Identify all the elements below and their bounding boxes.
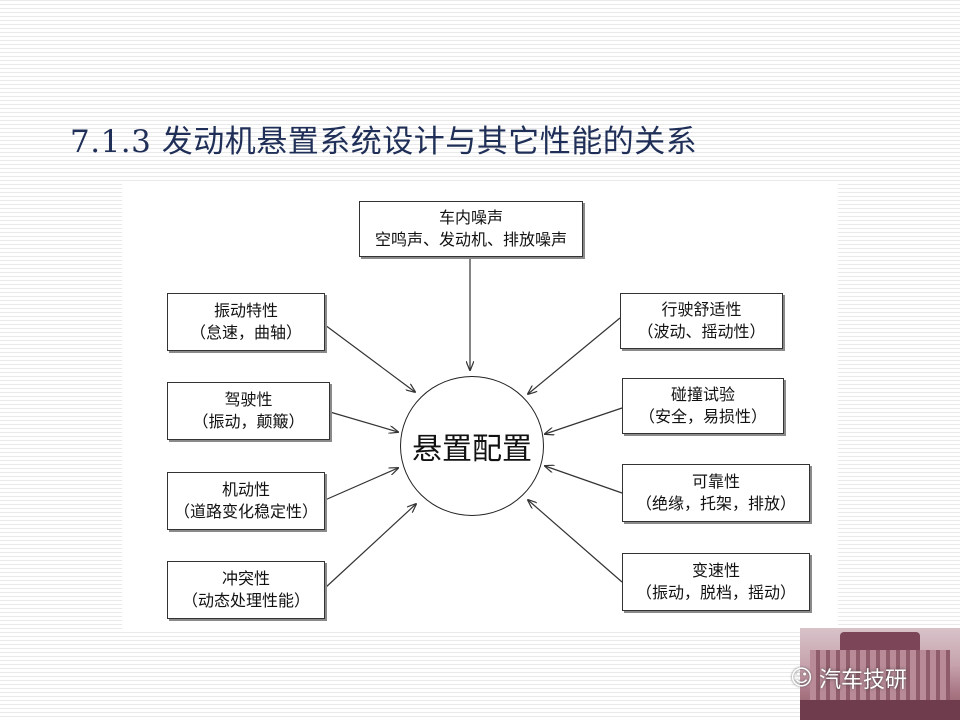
watermark-text: 汽车技研 [818,668,907,693]
box-reliability: 可靠性 （绝缘，托架，排放） [622,464,810,522]
box-crash-test-title: 碰撞试验 [670,385,735,404]
center-ellipse: 悬置配置 [400,376,544,516]
box-cabin-noise-detail: 空鸣声、发动机、排放噪声 [374,230,567,249]
building-facade [810,650,950,700]
box-impact-title: 冲突性 [221,569,270,588]
box-vibration-detail: （怠速，曲轴） [189,323,302,342]
watermark: ☺ 汽车技研 [790,662,907,694]
box-drivability-detail: （振动，颠簸） [192,412,305,431]
box-vibration: 振动特性 （怠速，曲轴） [167,293,325,351]
box-ride-comfort-detail: （波动、摇动性） [637,322,766,341]
box-crash-test-detail: （安全，易损性） [638,407,767,426]
box-maneuverability: 机动性 （道路变化稳定性） [167,472,325,530]
page-title: 7.1.3 发动机悬置系统设计与其它性能的关系 [70,124,698,160]
box-maneuverability-detail: （道路变化稳定性） [173,502,318,521]
box-impact: 冲突性 （动态处理性能） [167,561,325,619]
wechat-icon: ☺ [790,665,813,691]
box-shiftability: 变速性 （振动，脱档，摇动） [622,553,810,611]
box-reliability-title: 可靠性 [691,472,740,491]
box-reliability-detail: （绝缘，托架，排放） [635,494,796,513]
box-ride-comfort: 行驶舒适性 （波动、摇动性） [620,293,783,349]
box-vibration-title: 振动特性 [213,301,278,320]
box-drivability: 驾驶性 （振动，颠簸） [167,382,330,440]
box-drivability-title: 驾驶性 [224,390,273,409]
box-shiftability-title: 变速性 [691,561,740,580]
box-shiftability-detail: （振动，脱档，摇动） [635,583,796,602]
building-roof [840,632,920,650]
center-label: 悬置配置 [412,432,532,467]
box-ride-comfort-title: 行驶舒适性 [661,300,742,319]
box-maneuverability-title: 机动性 [221,480,270,499]
box-cabin-noise-title: 车内噪声 [438,208,503,227]
box-crash-test: 碰撞试验 （安全，易损性） [622,378,784,434]
university-building-image [800,628,960,720]
box-cabin-noise: 车内噪声 空鸣声、发动机、排放噪声 [359,201,583,257]
building-base [800,700,960,720]
box-impact-detail: （动态处理性能） [181,591,310,610]
